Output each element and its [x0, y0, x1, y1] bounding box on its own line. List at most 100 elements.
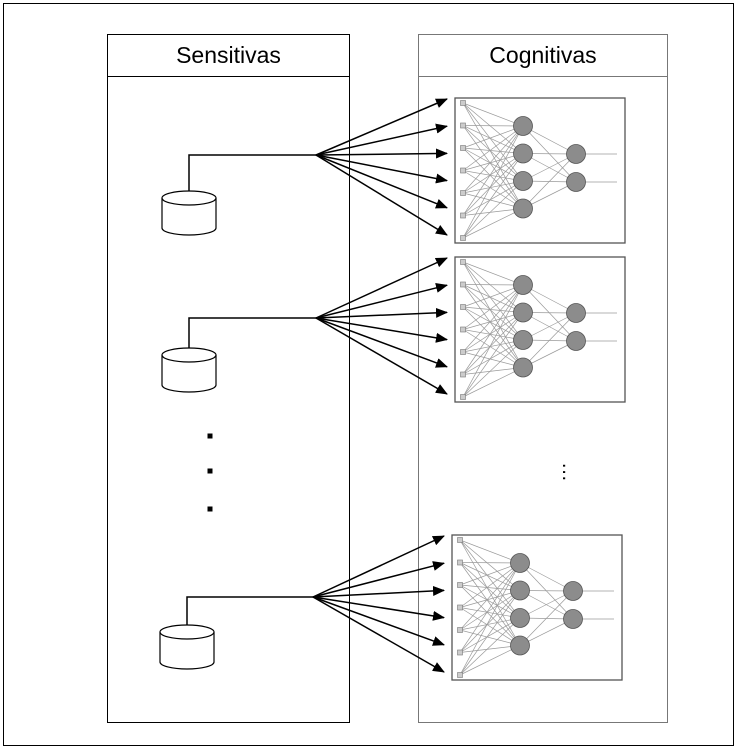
sensitivas-panel: Sensitivas: [107, 34, 350, 723]
cylinder-body: [159, 632, 215, 670]
network-edge: [462, 284, 524, 341]
input-node: [460, 235, 466, 241]
network-edge: [462, 125, 524, 182]
network-edge: [459, 562, 521, 646]
network-edge: [462, 329, 524, 341]
network-edge: [459, 607, 521, 619]
cylinder-top: [161, 190, 217, 206]
output-neuron: [563, 581, 583, 601]
network-edge: [459, 590, 521, 631]
network-edge: [522, 284, 577, 314]
network-edge: [459, 539, 521, 564]
network-edge: [459, 590, 521, 676]
sensor-network-group-3: [159, 534, 623, 681]
network-edge: [462, 284, 524, 330]
input-node: [460, 394, 466, 400]
network-edge: [459, 562, 521, 676]
input-arrow: [315, 257, 448, 319]
network-edge: [462, 180, 524, 239]
input-arrow: [315, 154, 448, 236]
network-edge: [459, 617, 521, 653]
network-edge: [462, 125, 524, 149]
diagram-frame: [3, 3, 734, 746]
input-arrow: [312, 561, 445, 598]
network-edge: [462, 125, 524, 239]
network-edge: [459, 645, 521, 676]
network-edge: [459, 584, 521, 619]
network-edge: [522, 312, 577, 341]
sensor-network-group-1: [161, 97, 626, 244]
ellipsis-dots-right: …: [558, 462, 580, 482]
input-node: [460, 190, 466, 196]
cylinder-body: [161, 198, 217, 236]
network-edge: [462, 284, 524, 313]
ellipsis-dot-left: [207, 468, 213, 474]
hidden-neuron: [513, 116, 533, 136]
network-edge: [459, 584, 521, 646]
network-edge: [462, 153, 524, 171]
input-node: [457, 582, 463, 588]
network-edge: [459, 562, 521, 631]
input-arrow: [312, 596, 445, 673]
network-edge: [459, 617, 521, 631]
input-node: [457, 537, 463, 543]
network-edge: [462, 170, 524, 182]
input-arrow: [312, 535, 445, 598]
network-edge: [462, 367, 524, 375]
network-edge: [462, 102, 524, 127]
hidden-neuron: [513, 198, 533, 219]
network-edge: [462, 147, 524, 209]
network-edge: [462, 306, 524, 313]
sensor-network-group-2: [161, 256, 626, 403]
network-edge: [462, 284, 524, 353]
sensor-wire: [188, 154, 316, 191]
network-edge: [462, 284, 524, 308]
input-arrow: [315, 154, 448, 184]
input-node: [460, 371, 466, 378]
hidden-neuron: [510, 635, 530, 656]
input-node: [457, 559, 463, 566]
input-node: [460, 145, 466, 151]
network-edge: [459, 590, 521, 608]
network-edge: [462, 339, 524, 398]
network-edge: [459, 562, 521, 608]
network-edge: [462, 367, 524, 398]
network-edge: [462, 125, 524, 194]
input-arrow: [315, 317, 448, 395]
network-edge: [462, 312, 524, 398]
network-edge: [462, 153, 524, 216]
network-edge: [522, 125, 577, 155]
input-arrow: [315, 98, 448, 156]
cognitivas-title: Cognitivas: [419, 35, 667, 77]
network-edge: [459, 562, 521, 653]
network-edge: [462, 125, 524, 127]
network-edge: [459, 629, 521, 646]
output-neuron: [566, 144, 586, 164]
sensitivas-title: Sensitivas: [108, 35, 349, 77]
input-node: [457, 627, 463, 633]
hidden-neuron: [513, 330, 533, 350]
network-edge: [462, 125, 524, 209]
network-edge: [462, 153, 524, 194]
input-node: [457, 649, 463, 656]
network-edge: [459, 562, 521, 619]
network-edge: [462, 339, 524, 375]
network-edge: [462, 312, 524, 330]
input-node: [460, 167, 466, 174]
network-edge: [462, 192, 524, 209]
network-edge: [522, 153, 577, 209]
network-edge: [459, 590, 521, 653]
network-edge: [462, 284, 524, 368]
hidden-neuron: [510, 553, 530, 573]
network-edge: [459, 645, 521, 653]
hidden-neuron: [510, 608, 530, 628]
hidden-neuron: [513, 171, 533, 191]
network-edge: [462, 153, 524, 239]
network-edge: [519, 590, 574, 619]
network-edge: [462, 125, 524, 171]
input-node: [460, 212, 466, 219]
input-arrow: [312, 585, 445, 598]
network-edge: [462, 284, 524, 398]
network-edge: [459, 617, 521, 676]
ellipsis-dot-left: [207, 506, 213, 512]
